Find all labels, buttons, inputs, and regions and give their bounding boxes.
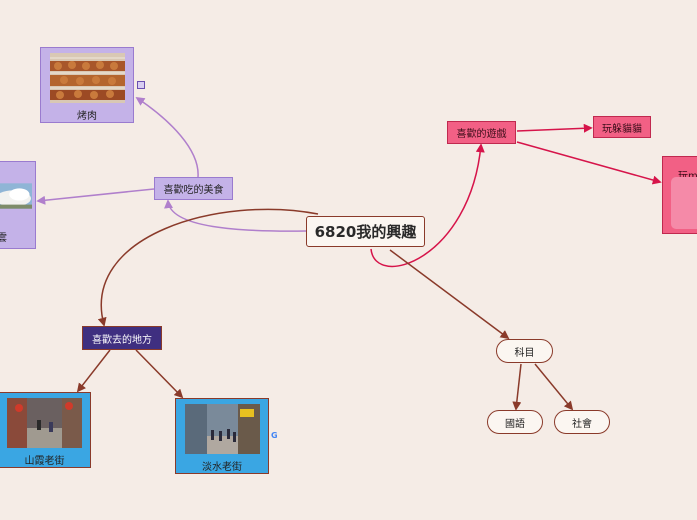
edge-subject-chinese: [512, 363, 522, 411]
edge-games-mc: [516, 141, 662, 185]
edge-subject-social: [534, 363, 574, 411]
note-icon[interactable]: [137, 81, 145, 89]
bbq-label: 烤肉: [77, 111, 97, 122]
topic-favorite-food[interactable]: 喜歡吃的美食: [154, 177, 233, 200]
bbq-image: [49, 53, 125, 103]
cloud-label: 雲: [0, 233, 7, 244]
google-icon[interactable]: G: [271, 431, 278, 440]
topic-social-studies[interactable]: 社會: [554, 410, 610, 434]
cloud-image: [0, 183, 32, 209]
old-street-1-label: 山霞老街: [24, 456, 65, 467]
edge-root-subject: [389, 249, 510, 340]
topic-hide-and-seek-label: 玩躲貓貓: [602, 123, 642, 135]
topic-minecraft[interactable]: 玩mc: [662, 156, 697, 234]
edge-root-places: [97, 208, 319, 327]
old-street-2-label: 淡水老街: [202, 462, 242, 473]
topic-old-street-1[interactable]: 山霞老街: [0, 392, 91, 468]
topic-old-street-2[interactable]: 淡水老街: [175, 398, 269, 474]
topic-favorite-places-label: 喜歡去的地方: [92, 334, 152, 346]
minecraft-image-placeholder: [671, 177, 697, 229]
edge-places-jiufen: [76, 349, 111, 393]
old-street-2-image: [184, 404, 260, 454]
edge-food-cloud: [36, 188, 155, 205]
central-topic[interactable]: 6820我的興趣: [306, 216, 425, 247]
topic-chinese[interactable]: 國語: [487, 410, 543, 434]
edge-root-food: [164, 199, 307, 232]
edge-places-tamsui: [135, 349, 184, 399]
topic-bbq[interactable]: 烤肉: [40, 47, 134, 123]
edge-games-hide: [516, 123, 593, 133]
topic-subjects-label: 科目: [514, 347, 535, 359]
edge-root-games: [370, 143, 485, 268]
edge-food-bbq: [135, 97, 199, 178]
minecraft-label: 玩mc: [678, 167, 697, 182]
topic-chinese-label: 國語: [505, 418, 525, 430]
central-topic-label: 6820我的興趣: [314, 223, 417, 241]
old-street-1-image: [7, 398, 82, 448]
topic-cloud[interactable]: 雲: [0, 161, 36, 249]
topic-favorite-games-label: 喜歡的遊戲: [456, 129, 507, 140]
topic-hide-and-seek[interactable]: 玩躲貓貓: [593, 116, 651, 138]
topic-favorite-food-label: 喜歡吃的美食: [163, 185, 224, 196]
topic-favorite-places[interactable]: 喜歡去的地方: [82, 326, 162, 350]
topic-subjects[interactable]: 科目: [496, 339, 553, 363]
topic-favorite-games[interactable]: 喜歡的遊戲: [447, 121, 516, 144]
topic-social-studies-label: 社會: [572, 418, 592, 430]
